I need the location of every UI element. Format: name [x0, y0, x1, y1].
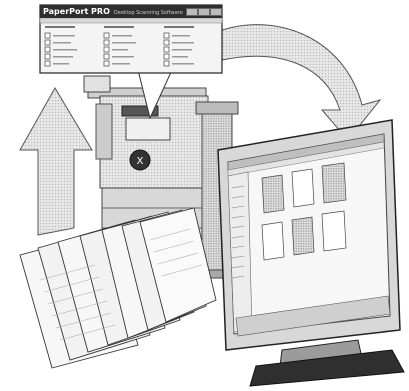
curved-arrow-icon — [222, 25, 380, 140]
svg-text:X: X — [137, 156, 144, 167]
scanner-window-subtitle: Desktop Scanning Software — [114, 10, 183, 16]
window-minimize-button[interactable] — [186, 8, 198, 16]
monitor-icon — [218, 120, 404, 386]
scanner-window-title: PaperPort PRO — [43, 7, 110, 16]
window-maximize-button[interactable] — [198, 8, 210, 16]
up-arrow-icon — [20, 88, 92, 235]
window-close-button[interactable] — [210, 8, 222, 16]
